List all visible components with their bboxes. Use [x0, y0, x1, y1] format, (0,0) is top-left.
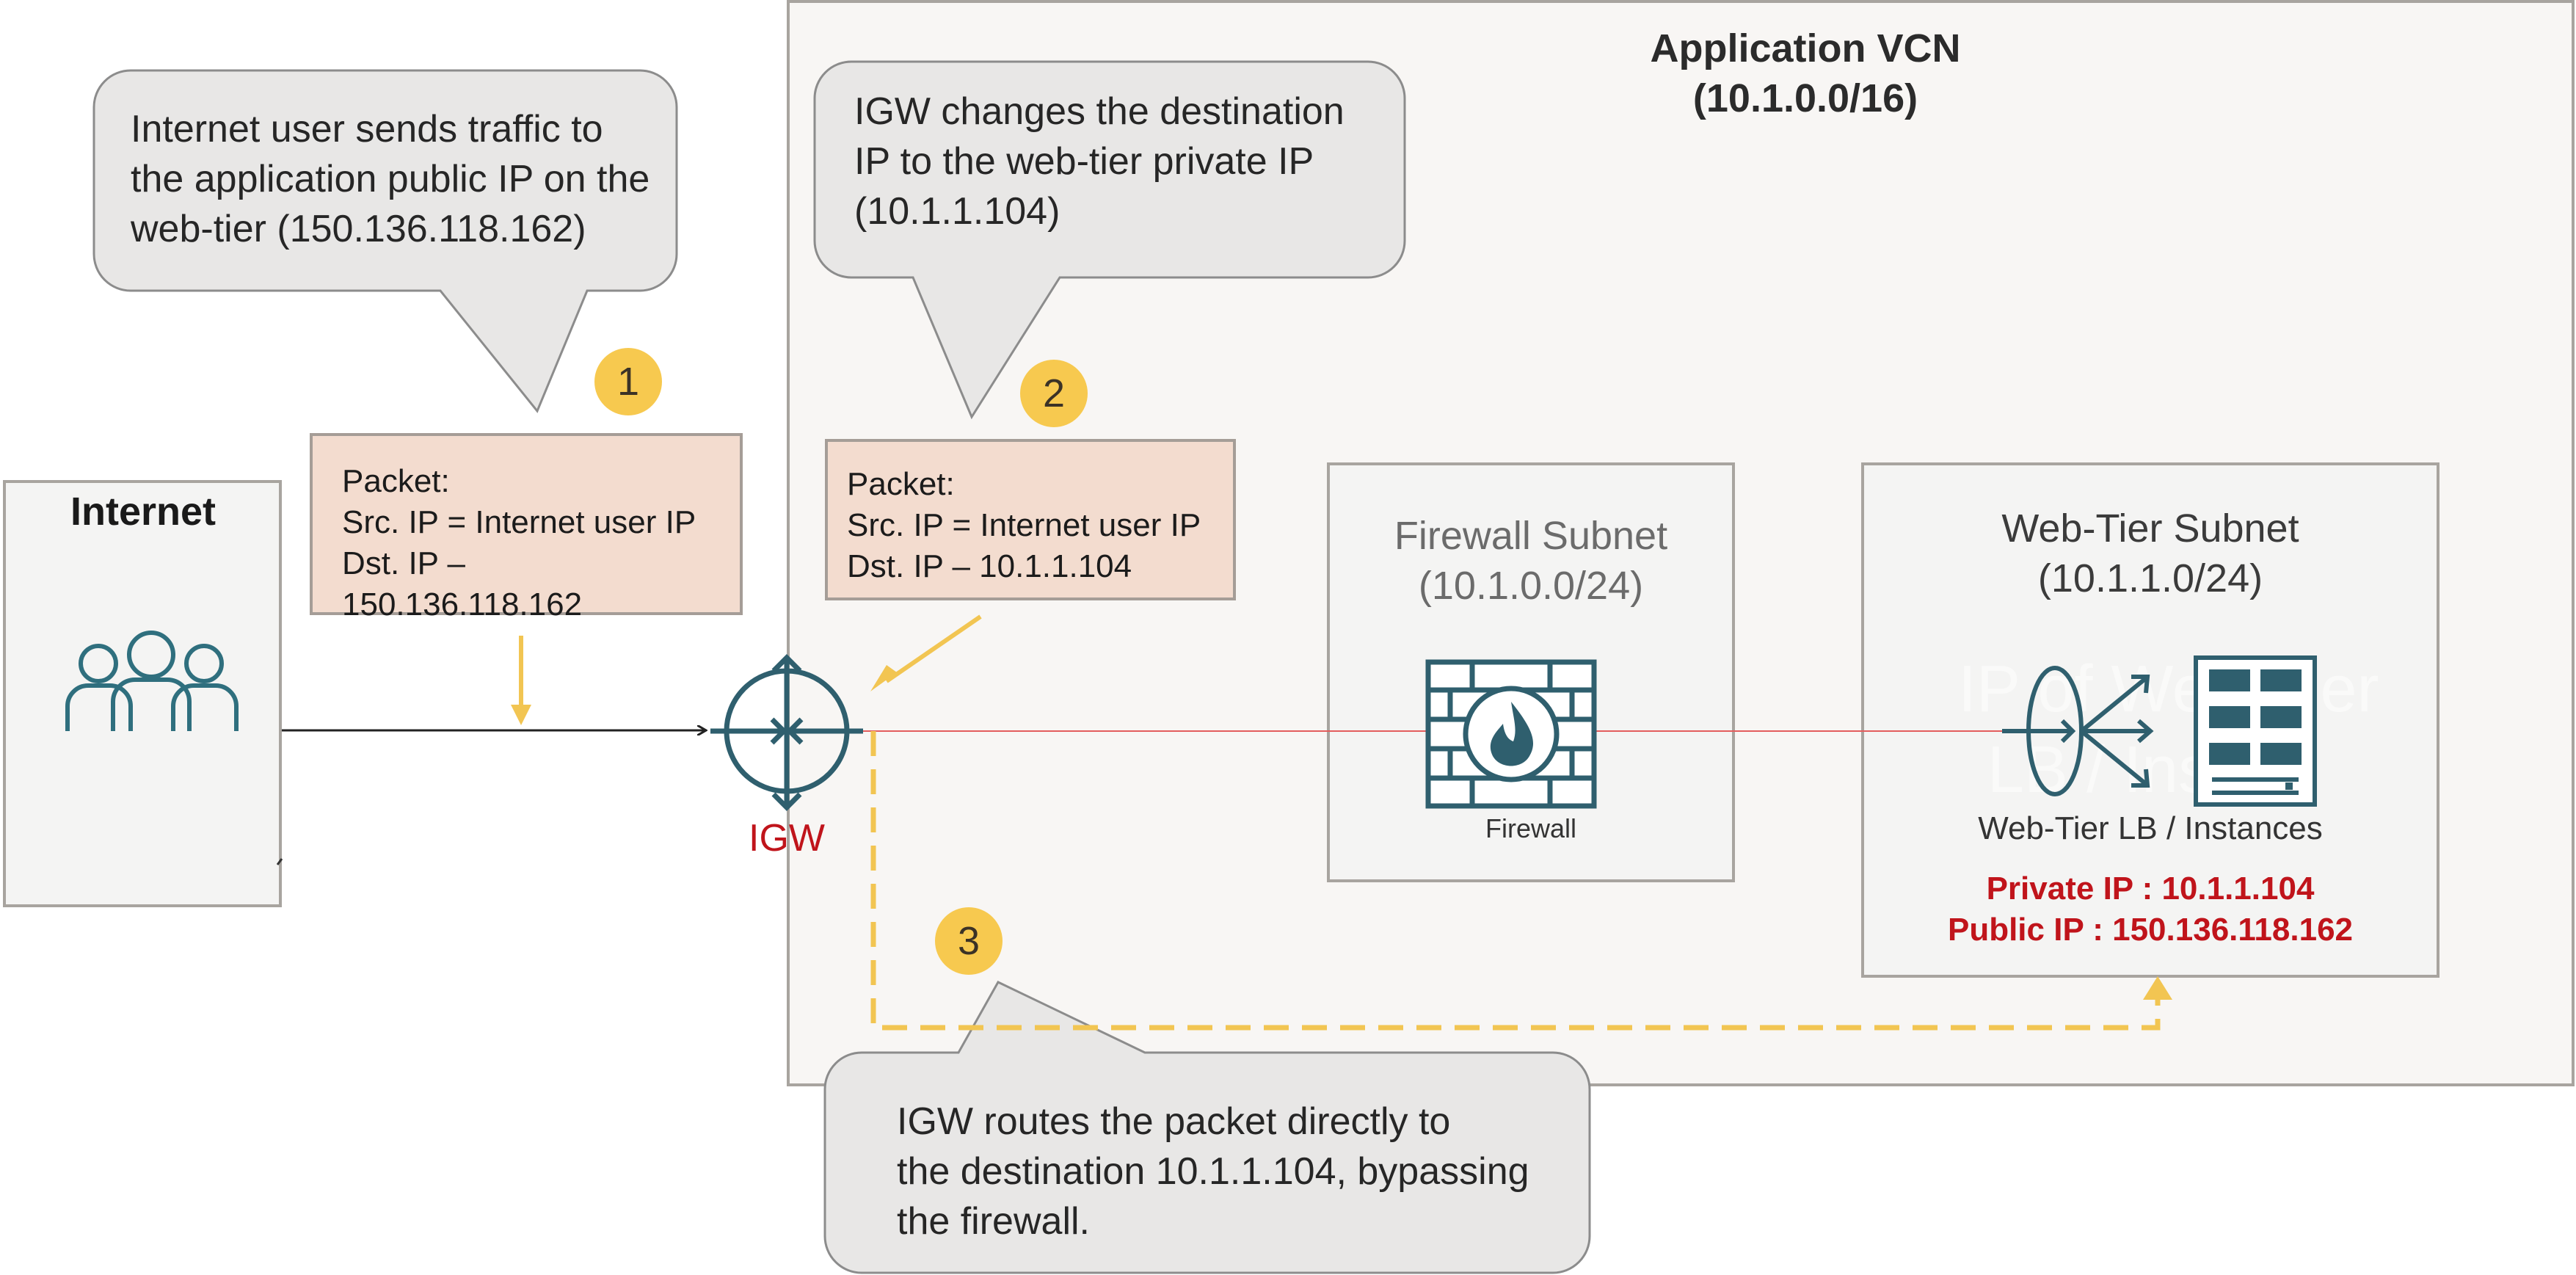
callout-1-line-2: the application public IP on the — [131, 158, 650, 200]
firewall-icon — [1425, 659, 1597, 809]
callout-2-text: IGW changes the destination IP to the we… — [854, 87, 1412, 236]
packet-1-arrow — [511, 636, 531, 725]
firewall-subnet-title: Firewall Subnet (10.1.0.0/24) — [1327, 511, 1735, 611]
users-icon — [65, 631, 239, 731]
vcn-title-name: Application VCN — [1650, 26, 1961, 70]
firewall-subnet-name: Firewall Subnet — [1394, 514, 1668, 558]
callout-bubble-3 — [823, 981, 1591, 1274]
load-balancer-icon — [2002, 666, 2154, 796]
vcn-title: Application VCN (10.1.0.0/16) — [1505, 23, 2106, 123]
packet-2-line-2: Src. IP = Internet user IP — [847, 507, 1201, 543]
bypass-route-dashed-line — [870, 731, 2161, 1031]
internet-title: Internet — [70, 490, 217, 534]
callout-1-line-3: web-tier (150.136.118.162) — [131, 208, 586, 250]
internet-box — [3, 480, 282, 907]
web-tier-subnet-cidr: (10.1.1.0/24) — [2037, 556, 2263, 600]
bypass-route-arrowhead — [2143, 976, 2172, 1000]
packet-2-line-3: Dst. IP – 10.1.1.104 — [847, 548, 1132, 584]
callout-bubble-2 — [813, 60, 1406, 420]
web-tier-lb-label: Web-Tier LB / Instances — [1978, 810, 2323, 846]
packet-2-line-1: Packet: — [847, 466, 955, 502]
step-badge-2: 2 — [1020, 360, 1088, 427]
callout-3-line-2: the destination 10.1.1.104, bypassing — [897, 1150, 1529, 1193]
small-tick-mark — [276, 858, 283, 865]
web-tier-subnet-title: Web-Tier Subnet (10.1.1.0/24) — [1861, 504, 2439, 603]
public-ip-label: Public IP : 150.136.118.162 — [1947, 912, 2354, 948]
firewall-subnet-cidr: (10.1.0.0/24) — [1418, 564, 1644, 608]
web-tier-subnet-name: Web-Tier Subnet — [2001, 506, 2299, 551]
callout-1-line-1: Internet user sends traffic to — [131, 108, 603, 150]
step-badge-3: 3 — [935, 907, 1003, 975]
callout-3-line-3: the firewall. — [897, 1200, 1090, 1243]
callout-1-text: Internet user sends traffic to the appli… — [131, 104, 688, 254]
packet-1-line-1: Packet: — [342, 463, 450, 499]
step-badge-1: 1 — [594, 348, 662, 415]
packet-box-2: Packet: Src. IP = Internet user IP Dst. … — [825, 439, 1236, 600]
packet-1-line-2: Src. IP = Internet user IP — [342, 504, 696, 540]
private-ip-label: Private IP : 10.1.1.104 — [1986, 871, 2315, 907]
igw-label: IGW — [749, 817, 825, 860]
callout-bubble-1 — [92, 69, 678, 413]
callout-3-line-1: IGW routes the packet directly to — [897, 1100, 1451, 1143]
packet-box-1: Packet: Src. IP = Internet user IP Dst. … — [310, 433, 743, 622]
callout-2-line-2: IP to the web-tier private IP — [854, 140, 1314, 183]
callout-2-line-3: (10.1.1.104) — [854, 190, 1060, 233]
firewall-label: Firewall — [1485, 813, 1576, 843]
packet-1-line-3: Dst. IP – 150.136.118.162 — [342, 545, 583, 622]
vcn-title-cidr: (10.1.0.0/16) — [1692, 76, 1918, 120]
callout-2-line-1: IGW changes the destination — [854, 90, 1345, 133]
web-tier-subnet-box — [1861, 462, 2439, 978]
callout-3-text: IGW routes the packet directly to the de… — [897, 1097, 1579, 1246]
gateway-icon — [710, 654, 863, 811]
server-drive-bays — [2209, 669, 2302, 765]
packet-2-arrow — [870, 614, 982, 691]
